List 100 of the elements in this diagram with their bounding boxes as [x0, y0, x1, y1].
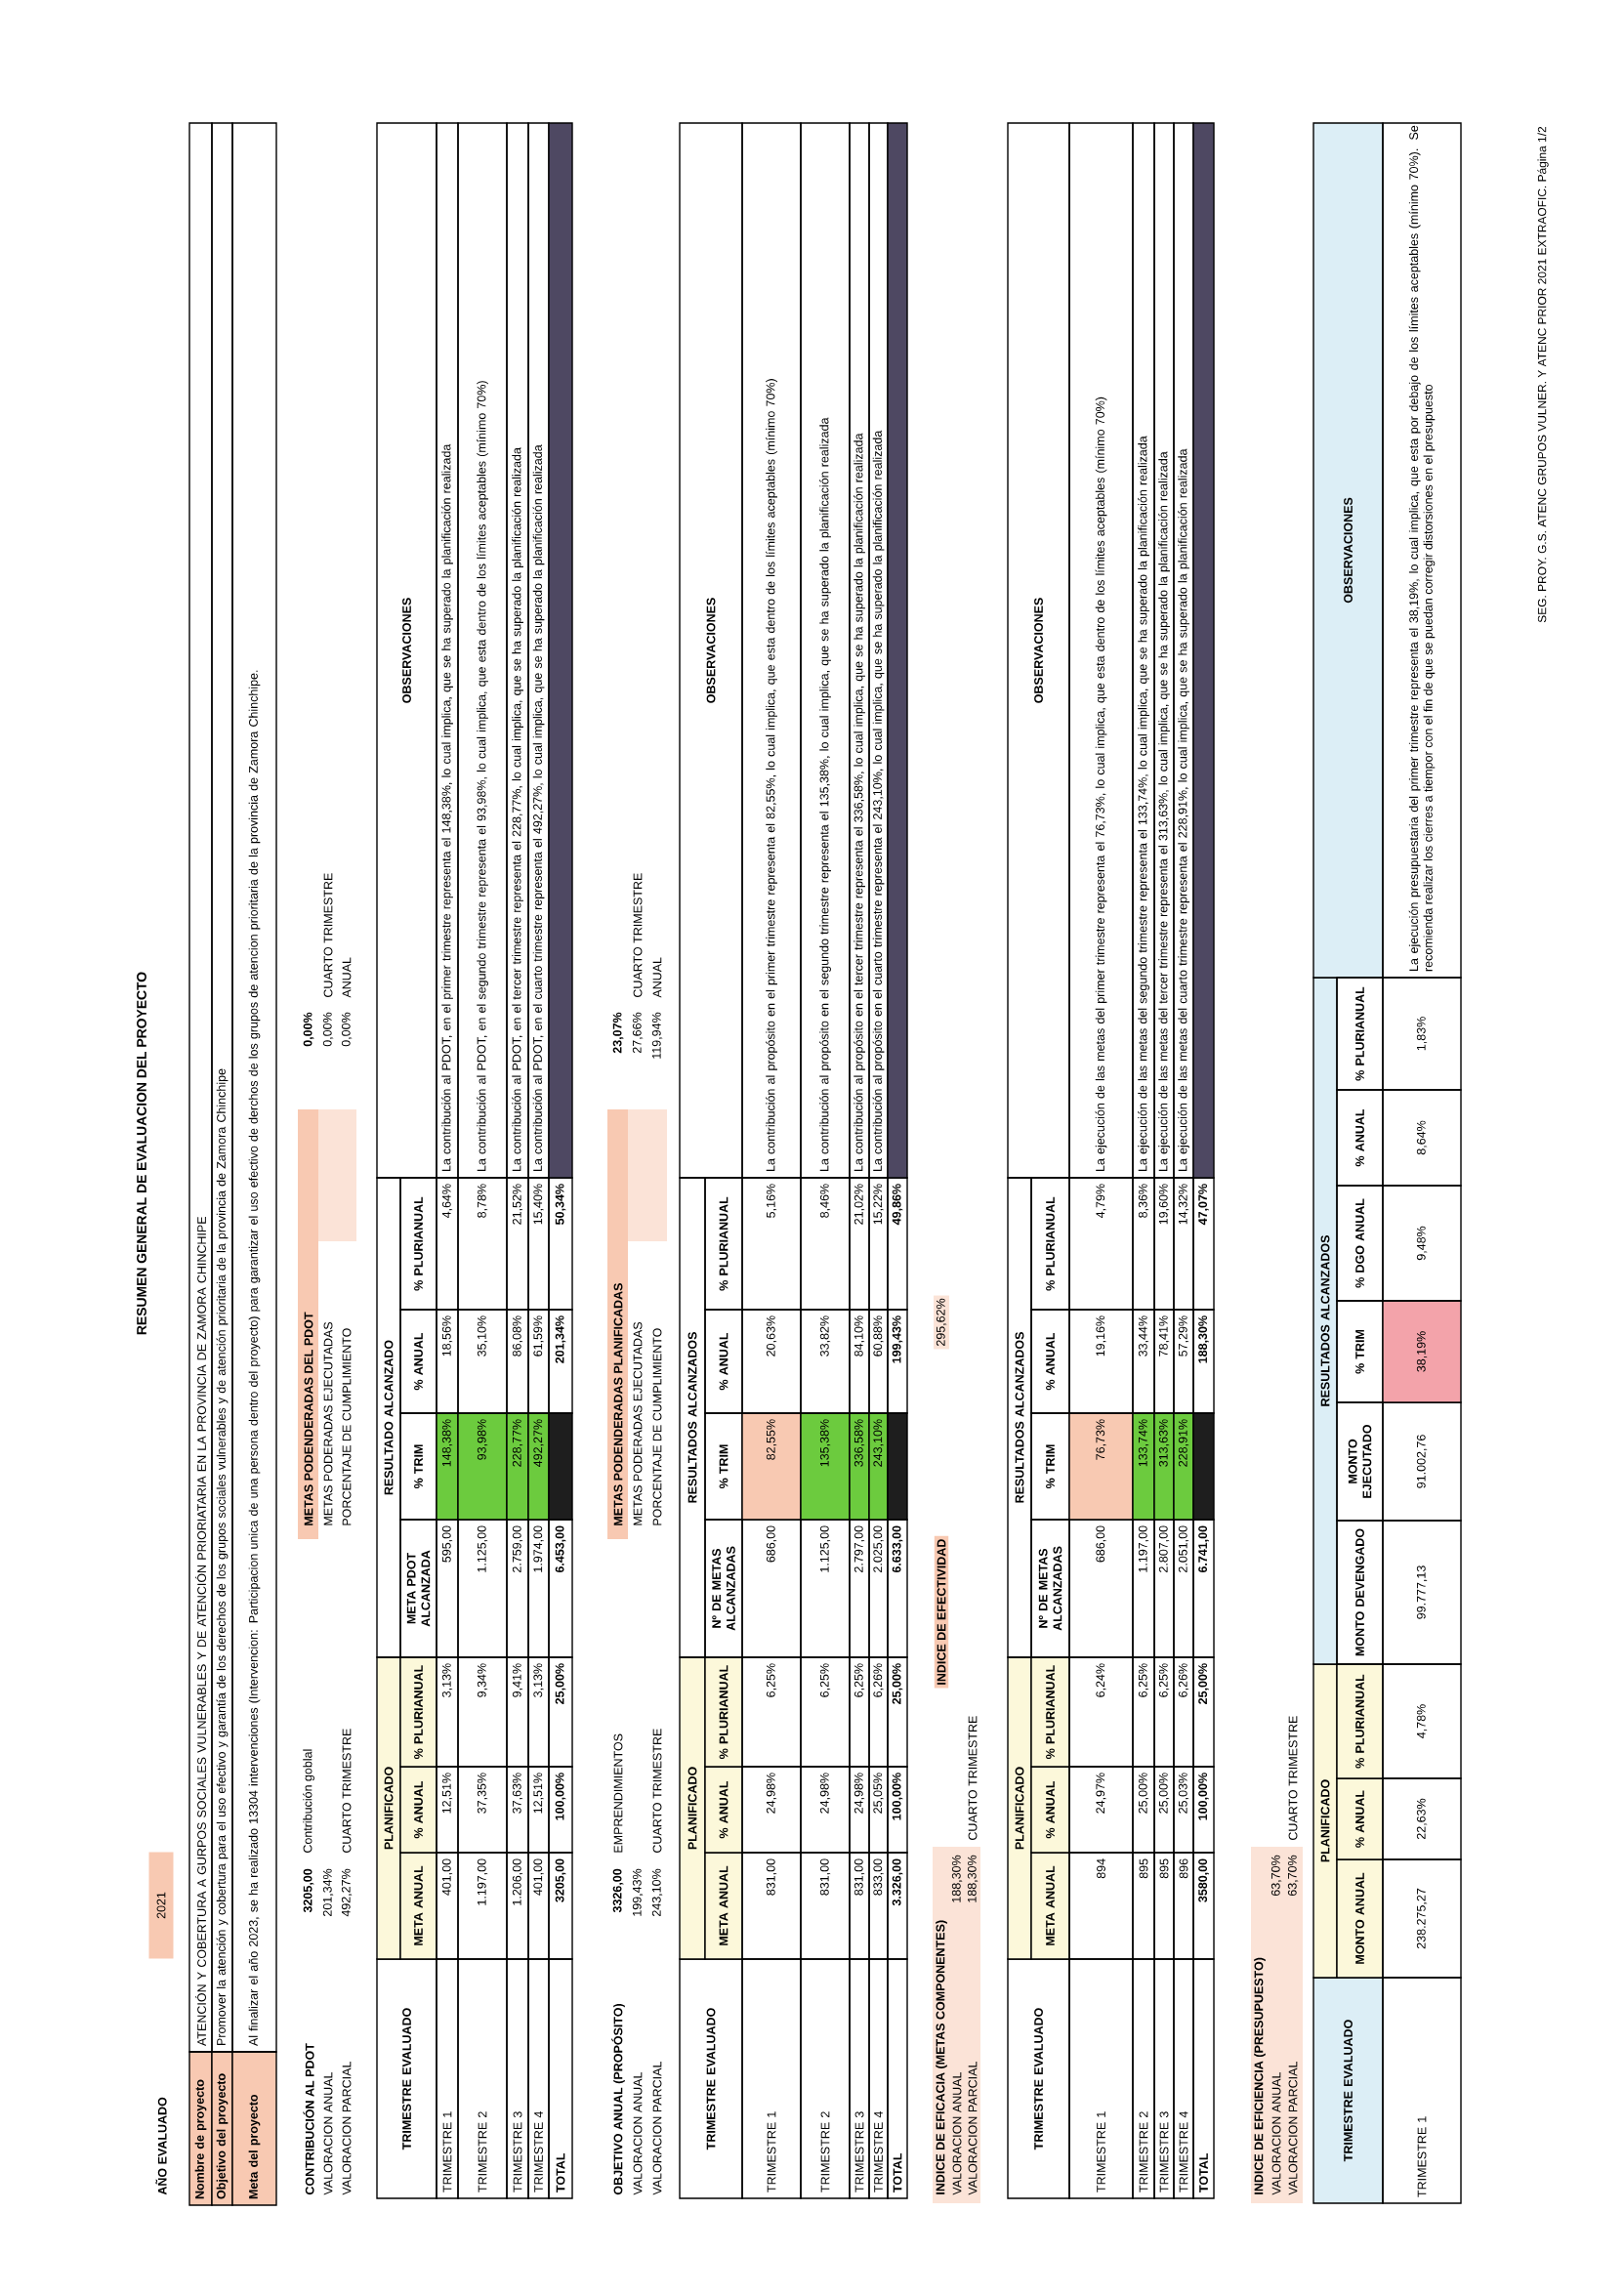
- table-cell: 4,79%: [1068, 1177, 1134, 1311]
- label-text: CUARTO TRIMESTRE: [968, 1716, 978, 1840]
- label-text: METAS PODERADAS EJECUTADAS: [633, 1321, 643, 1525]
- table-cell: 24,98%: [849, 1766, 870, 1854]
- table-cell: 895: [1132, 1852, 1155, 1960]
- table-cell: ATENCIÓN Y COBERTURA A GURPOS SOCIALES VULNERABLES Y DE ATENCIÓN PRIORIATARIA EN LA PROVINCIA DE ZAMORA CHINCHIPE: [188, 122, 213, 2053]
- table-cell: 3580,00: [1192, 1852, 1215, 1960]
- value-text: 199,43%: [632, 1868, 644, 1916]
- value-text: 119,94%: [651, 1012, 663, 1059]
- table-cell: 188,30%: [1192, 1309, 1215, 1414]
- table-cell: 894: [1068, 1852, 1134, 1960]
- label-text: Contribución goblal: [303, 1749, 314, 1853]
- table-cell: 35,10%: [457, 1309, 508, 1414]
- header-cell: OBSERVACIONES: [1007, 122, 1070, 1179]
- header-cell: META ANUAL: [1030, 1852, 1070, 1960]
- table-cell: TRIMESTRE 1: [1068, 1958, 1134, 2199]
- header-cell: OBSERVACIONES: [1312, 122, 1384, 979]
- label-text: METAS PODENDERADAS PLANIFICADAS: [613, 1283, 623, 1525]
- table-cell: 401,00: [527, 1852, 550, 1960]
- table-cell: 33,44%: [1132, 1309, 1155, 1414]
- header-cell: % PLURIANUAL: [1030, 1656, 1070, 1768]
- header-cell: % ANUAL: [399, 1766, 437, 1854]
- label-text: OBJETIVO ANUAL (PROPÓSITO): [611, 2003, 625, 2195]
- table-cell: 595,00: [436, 1519, 459, 1658]
- value-text: 188,30%: [951, 1855, 963, 1902]
- table-cell: 3,13%: [436, 1656, 459, 1768]
- year-badge: 2021: [148, 1852, 174, 1959]
- table-cell: TRIMESTRE 4: [868, 1958, 889, 2199]
- table-cell: TOTAL: [887, 1958, 908, 2199]
- table-cell: TRIMESTRE 2: [1132, 1958, 1155, 2199]
- value-text: 0,00%: [322, 1012, 334, 1047]
- table-cell: 25,05%: [868, 1766, 889, 1854]
- table-cell: 84,10%: [849, 1309, 870, 1414]
- label-text: CUARTO TRIMESTRE: [652, 1729, 662, 1853]
- table-cell: 82,55%: [741, 1412, 802, 1521]
- value-text: 3205,00: [303, 1868, 314, 1913]
- header-cell: Nombre de proyecto: [188, 2051, 213, 2206]
- table-cell: 1.974,00: [527, 1519, 550, 1658]
- header-cell: % ANUAL: [1336, 1777, 1384, 1860]
- table-cell: 37,35%: [457, 1766, 508, 1854]
- table-cell: La contribución al propósito en el tercer trimestre representa el 336,58%, lo cual implica, que se ha superado la planificación realizada: [849, 122, 870, 1179]
- table-cell: 6,26%: [868, 1656, 889, 1768]
- header-cell: OBSERVACIONES: [679, 122, 743, 1179]
- header-cell: % ANUAL: [1336, 1089, 1384, 1187]
- table-cell: 100,00%: [548, 1766, 573, 1854]
- table-cell: 3,13%: [527, 1656, 550, 1768]
- label-text: VALORACION ANUAL: [952, 2071, 962, 2195]
- table-cell: 8,46%: [800, 1177, 851, 1311]
- table-cell: La contribución al PDOT, en el tercer trimestre representa el 228,77%, lo cual implica, que se ha superado la planificación realizada: [506, 122, 529, 1179]
- header-cell: MONTO ANUAL: [1336, 1858, 1384, 1979]
- table-cell: 199,43%: [887, 1309, 908, 1414]
- header-cell: % PLURIANUAL: [399, 1177, 437, 1311]
- table-cell: 401,00: [436, 1852, 459, 1960]
- table-cell: TRIMESTRE 4: [527, 1958, 550, 2199]
- table-cell: 99.777,13: [1382, 1520, 1462, 1665]
- table-cell: 3.326,00: [887, 1852, 908, 1960]
- label-text: VALORACION PARCIAL: [652, 2062, 662, 2195]
- table-cell: 9,34%: [457, 1656, 508, 1768]
- table-cell: 21,02%: [849, 1177, 870, 1311]
- table-cell: 9,48%: [1382, 1185, 1462, 1302]
- table-cell: 19,16%: [1068, 1309, 1134, 1414]
- table-cell: TOTAL: [548, 1958, 573, 2199]
- table-cell: 12,51%: [527, 1766, 550, 1854]
- table-cell: 33,82%: [800, 1309, 851, 1414]
- table-cell: 313,63%: [1153, 1412, 1175, 1521]
- table-cell: 76,73%: [1068, 1412, 1134, 1521]
- table-cell: Promover la atención y cobertura para el uso efectivo y garantía de los derechos de los grupos sociales vulnerables y de atención prioritaria de la provincia de Zamora Chinchipe: [211, 122, 233, 2053]
- table-cell: 24,98%: [741, 1766, 802, 1854]
- table-cell: 25,00%: [1192, 1656, 1215, 1768]
- table-cell: TRIMESTRE 1: [741, 1958, 802, 2199]
- table-cell: 25,00%: [1132, 1766, 1155, 1854]
- table-cell: La contribución al PDOT, en el primer trimestre representa el 148,38%, lo cual implica, que se ha superado la planificación realizada: [436, 122, 459, 1179]
- table-cell: Al finalizar el año 2023, se ha realizado 13304 intervenciones (Intervencion: Participacion unica de una persona dentro del proyecto) para garantizar el uso efectivo de derchos de los grupos de atencion prioritaria de la provincia de Zamora Chinchipe.: [231, 122, 277, 2053]
- table-cell: 228,77%: [506, 1412, 529, 1521]
- value-text: 23,07%: [612, 1012, 624, 1054]
- header-cell: RESULTADOS ALCANZADOS: [679, 1177, 706, 1658]
- table-cell: 6,25%: [1153, 1656, 1175, 1768]
- value-text: 295,62%: [934, 1295, 949, 1350]
- table-cell: 24,98%: [800, 1766, 851, 1854]
- table-cell: 6.741,00: [1192, 1519, 1215, 1658]
- table-cell: 201,34%: [548, 1309, 573, 1414]
- label-text: INDICE DE EFICACIA (METAS COMPONENTES): [936, 1920, 947, 2194]
- table-cell: La contribución al PDOT, en el segundo trimestre representa el 93,98%, lo cual implica, que esta dentro de los límites aceptables (mínimo 70%): [457, 122, 508, 1179]
- table-cell: La ejecución de las metas del segundo trimestre representa el 133,74%, lo cual implica, que se ha superado la planificación realizada: [1132, 122, 1155, 1179]
- table-cell: 896: [1173, 1852, 1194, 1960]
- table-cell: 25,03%: [1173, 1766, 1194, 1854]
- table-cell: TOTAL: [1192, 1958, 1215, 2199]
- table-cell: 19,60%: [1153, 1177, 1175, 1311]
- table-cell: 2.797,00: [849, 1519, 870, 1658]
- label-text: PORCENTAJE DE CUMPLIMIENTO: [342, 1328, 352, 1525]
- table-cell: 6,24%: [1068, 1656, 1134, 1768]
- table-cell: 8,78%: [457, 1177, 508, 1311]
- table-cell: 25,00%: [887, 1656, 908, 1768]
- table-cell: 238.275,27: [1382, 1858, 1462, 1979]
- table-cell: 12,51%: [436, 1766, 459, 1854]
- label-text: ANUAL: [342, 957, 352, 998]
- table-cell: TRIMESTRE 1: [1382, 1977, 1462, 2204]
- table-cell: 6.633,00: [887, 1519, 908, 1658]
- table-cell: TRIMESTRE 2: [457, 1958, 508, 2199]
- table-cell: 1,83%: [1382, 977, 1462, 1091]
